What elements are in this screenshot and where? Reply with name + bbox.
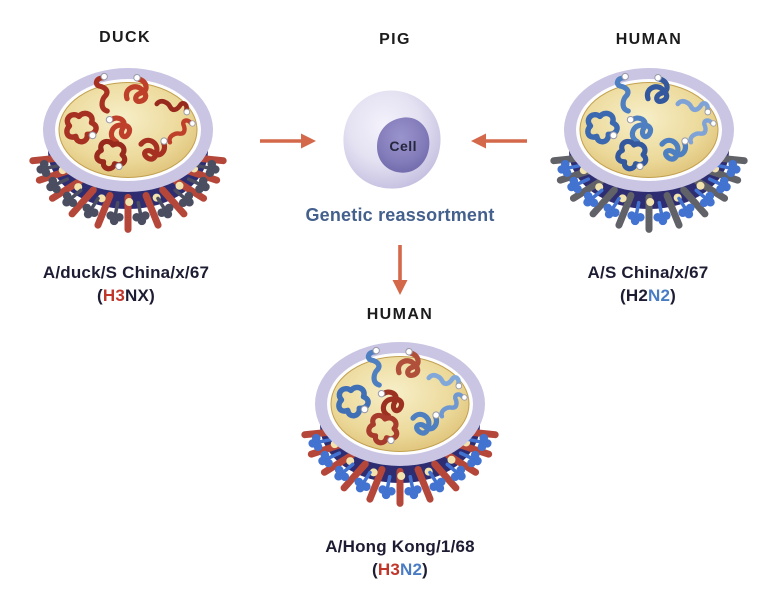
reassortant-strain-label: A/Hong Kong/1/68 (H3N2): [290, 535, 510, 581]
human-strain-name: A/S China/x/67: [587, 263, 709, 282]
reassortant-host-title: HUMAN: [366, 306, 434, 323]
duck-strain-label: A/duck/S China/x/67 (H3NX): [16, 261, 236, 307]
pig-cell-illustration: Cell: [343, 90, 441, 189]
cell-label: Cell: [389, 138, 417, 154]
duck-host-title: DUCK: [99, 29, 151, 46]
arrow-pig-to-reassortant: [392, 245, 408, 295]
pig-host-title: PIG: [379, 31, 411, 48]
arrow-human-to-pig: [471, 133, 527, 149]
reassortant-virus-illustration: [301, 342, 499, 507]
human-virus-illustration: [550, 68, 748, 233]
duck-subtype-label: (H3NX): [97, 286, 155, 305]
arrow-duck-to-pig: [260, 133, 316, 149]
genetic-reassortment-label: Genetic reassortment: [305, 205, 495, 225]
human-host-title: HUMAN: [615, 31, 683, 48]
reassortant-strain-name: A/Hong Kong/1/68: [325, 537, 475, 556]
duck-virus-illustration: [29, 68, 227, 233]
human-subtype-label: (H2N2): [619, 286, 676, 305]
cell-nucleus: [377, 117, 430, 173]
human-strain-label: A/S China/x/67 (H2N2): [538, 261, 758, 307]
reassortant-subtype-label: (H3N2): [371, 560, 429, 579]
duck-strain-name: A/duck/S China/x/67: [42, 263, 210, 282]
